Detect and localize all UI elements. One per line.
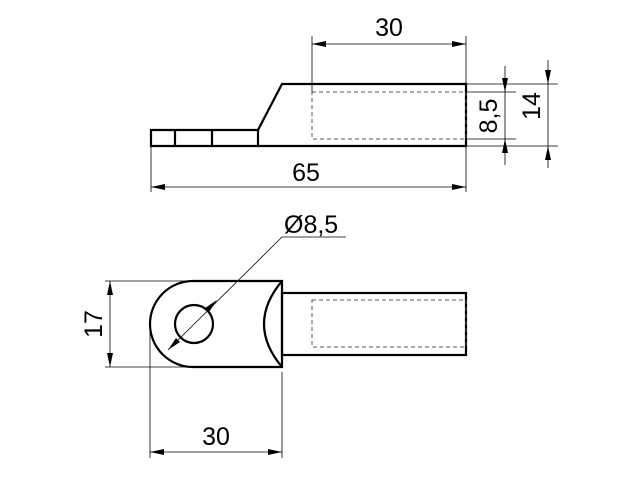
arrow	[545, 146, 551, 160]
tube-outline	[280, 291, 468, 357]
arrow	[168, 338, 180, 350]
mounting-hole	[173, 303, 215, 345]
diameter-leader	[167, 236, 283, 351]
dim-total-length-label: 65	[292, 159, 320, 187]
top-view: Ø8,5 17 30	[80, 211, 468, 458]
dim-lug-width-label: 17	[80, 310, 108, 338]
side-view: 30 65 8,5 14	[149, 14, 558, 192]
side-view-hidden-bore	[311, 91, 467, 140]
tube-hidden-bore	[311, 299, 467, 348]
dim-bore-label: 8,5	[475, 99, 503, 134]
arrow	[205, 300, 217, 312]
side-view-outline	[149, 82, 468, 148]
dim-hole-diameter-label: Ø8,5	[284, 211, 338, 239]
dim-lug-length-label: 30	[202, 423, 230, 451]
arrow	[545, 70, 551, 84]
dim-height-label: 14	[518, 92, 546, 120]
dim-tube-length-label: 30	[375, 14, 403, 42]
lug-outline	[148, 279, 284, 369]
lug-concave-edge	[263, 280, 283, 368]
